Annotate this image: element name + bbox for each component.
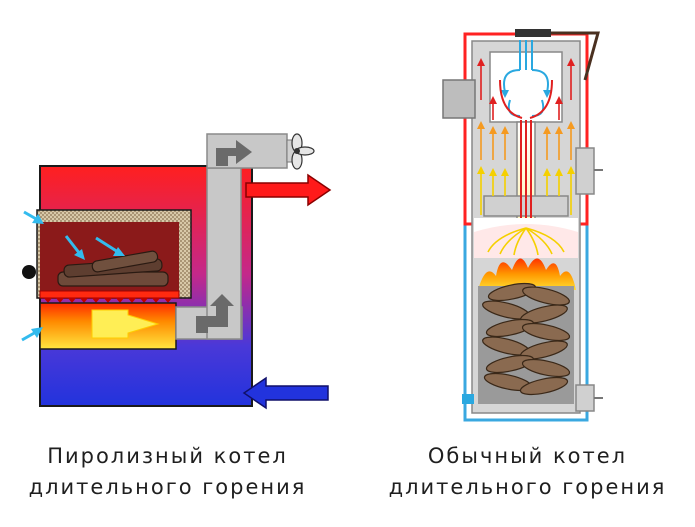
flame-direction-arrow [91, 309, 160, 339]
heat-flow-arrows [480, 62, 572, 215]
caption-right-line2: длительного горения [388, 475, 667, 499]
pyrolysis-boiler [21, 133, 332, 410]
flue-arrow-up [196, 294, 234, 333]
conventional-boiler [442, 29, 603, 422]
heat-flow-arrowheads [477, 58, 575, 176]
exhaust-fan-icon [286, 133, 315, 170]
door-handle [22, 265, 36, 279]
flue-pipe [442, 79, 476, 119]
caption-left-line1: Пиролизный котел [47, 444, 288, 468]
air-flow-arrowheads [501, 90, 551, 98]
caption-pyrolysis-boiler: Пиролизный котел длительного горения [0, 441, 335, 503]
water-inlet-fitting [575, 384, 595, 412]
lid-arm [551, 31, 600, 81]
drain-fitting [462, 394, 474, 404]
wood-logs-icon [57, 250, 169, 287]
grate [39, 290, 180, 299]
air-inlet-arrows [21, 210, 125, 342]
combustion-zone [474, 218, 578, 290]
hot-water-outlet-arrow [245, 173, 332, 207]
caption-conventional-boiler: Обычный котел длительного горения [360, 441, 695, 503]
hot-gas-arrows [499, 79, 553, 230]
top-lid [515, 29, 551, 37]
flame-icon [478, 258, 576, 290]
flue-arrow-right [216, 140, 252, 166]
caption-left-line2: длительного горения [28, 475, 307, 499]
cold-water-inlet-arrow [242, 376, 329, 410]
caption-right-line1: Обычный котел [427, 444, 628, 468]
water-outlet-fitting [575, 147, 595, 195]
grate-teeth [44, 298, 172, 303]
firewood-stack-icon [482, 282, 571, 396]
